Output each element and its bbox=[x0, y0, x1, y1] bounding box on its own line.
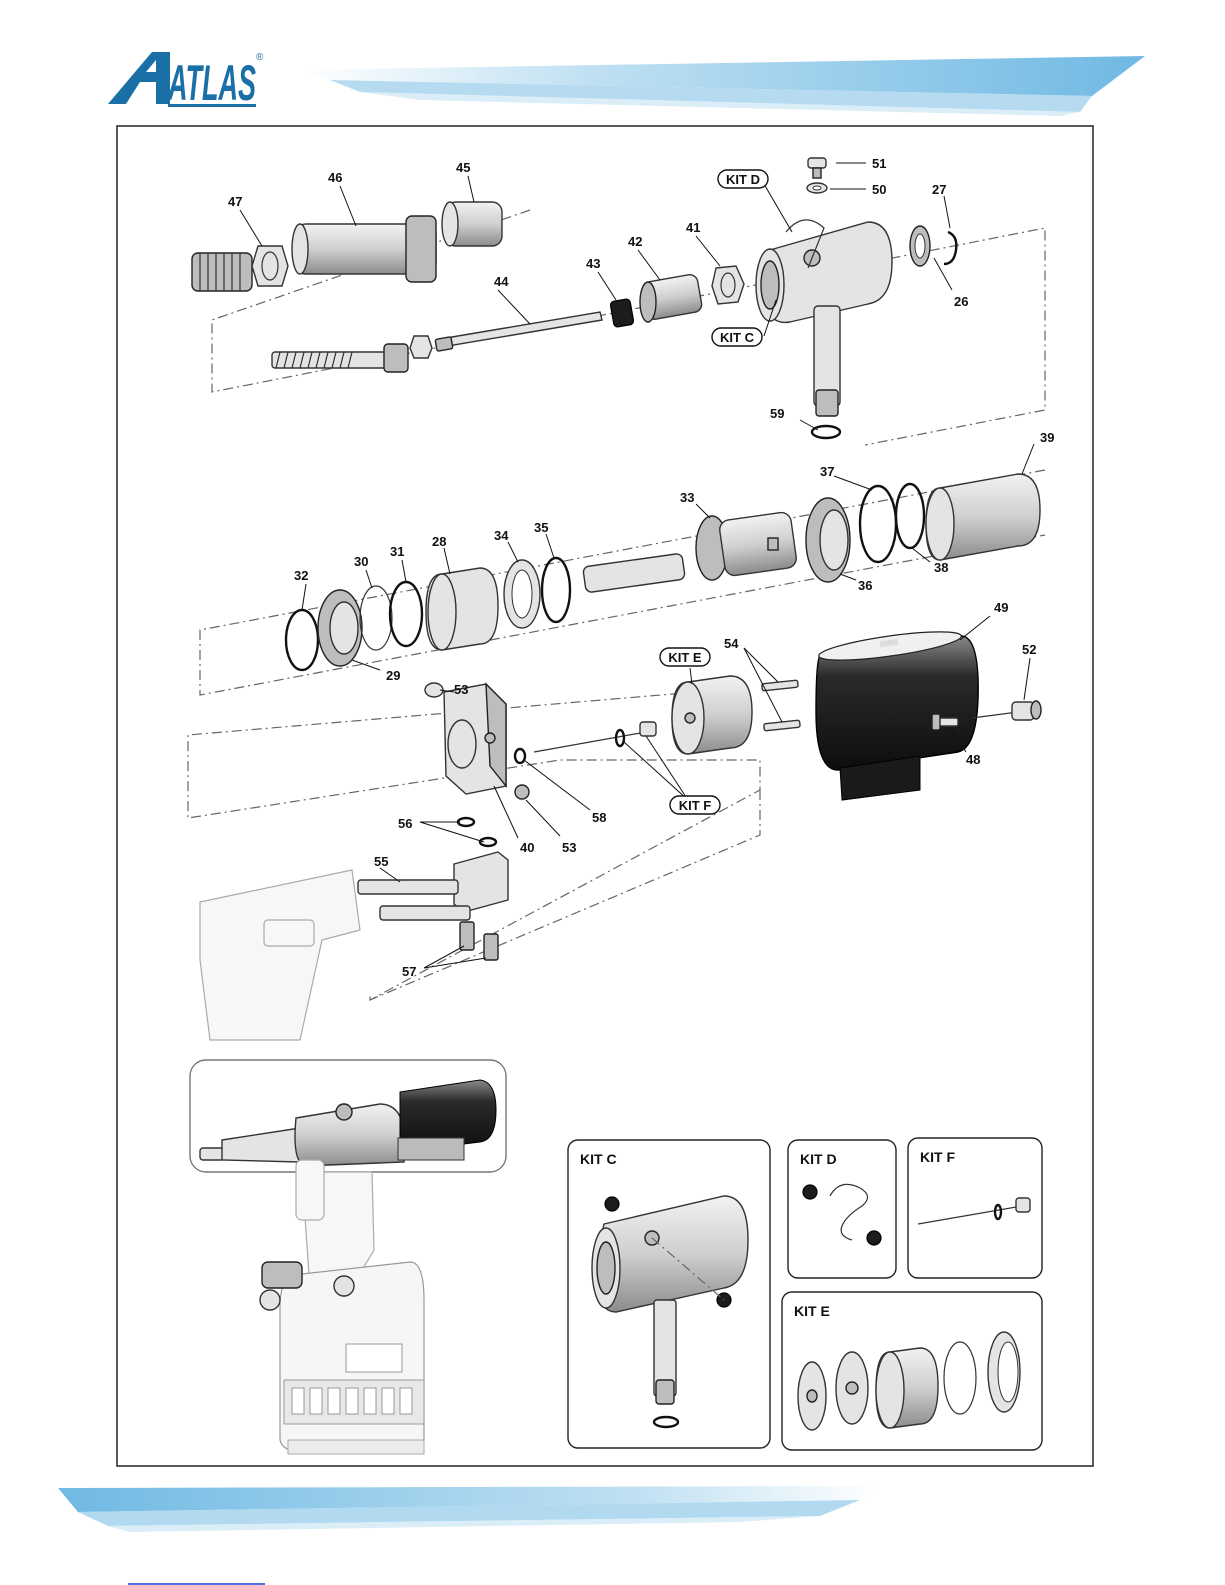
label-32: 32 bbox=[294, 568, 308, 583]
part-36-piston-head bbox=[806, 498, 850, 582]
label-56: 56 bbox=[398, 816, 412, 831]
label-55: 55 bbox=[374, 854, 388, 869]
registered-mark: ® bbox=[256, 52, 264, 63]
label-51: 51 bbox=[872, 156, 886, 171]
part-26-ring bbox=[910, 226, 930, 266]
label-27: 27 bbox=[932, 182, 946, 197]
label-52: 52 bbox=[1022, 642, 1036, 657]
part-45-sleeve bbox=[442, 202, 502, 246]
part-50-washer bbox=[807, 183, 827, 193]
label-33: 33 bbox=[680, 490, 694, 505]
kit-e-title: KIT E bbox=[794, 1303, 830, 1319]
part-47-threaded-nosepiece bbox=[192, 253, 252, 291]
kit-c-title: KIT C bbox=[580, 1151, 617, 1167]
label-40: 40 bbox=[520, 840, 534, 855]
callout-kit-d: KIT D bbox=[718, 170, 768, 188]
label-41: 41 bbox=[686, 220, 700, 235]
part-40-valve-body bbox=[444, 684, 506, 794]
svg-text:KIT E: KIT E bbox=[668, 650, 702, 665]
label-29: 29 bbox=[386, 668, 400, 683]
label-37: 37 bbox=[820, 464, 834, 479]
callout-kit-c: KIT C bbox=[712, 328, 762, 346]
part-28-cylinder-ring bbox=[426, 568, 498, 650]
header: ATLAS ® bbox=[108, 52, 1145, 116]
part-43-spring bbox=[610, 298, 634, 327]
svg-text:KIT D: KIT D bbox=[726, 172, 760, 187]
header-band bbox=[300, 56, 1145, 116]
atlas-logo: ATLAS ® bbox=[108, 52, 264, 111]
kit-f-panel: KIT F bbox=[908, 1138, 1042, 1278]
kit-c-panel: KIT C bbox=[568, 1140, 770, 1448]
label-26: 26 bbox=[954, 294, 968, 309]
label-47: 47 bbox=[228, 194, 242, 209]
label-39: 39 bbox=[1040, 430, 1054, 445]
label-38: 38 bbox=[934, 560, 948, 575]
label-48: 48 bbox=[966, 752, 980, 767]
label-35: 35 bbox=[534, 520, 548, 535]
label-53-bottom: 53 bbox=[562, 840, 576, 855]
label-57: 57 bbox=[402, 964, 416, 979]
label-31: 31 bbox=[390, 544, 404, 559]
label-46: 46 bbox=[328, 170, 342, 185]
label-30: 30 bbox=[354, 554, 368, 569]
svg-text:KIT F: KIT F bbox=[679, 798, 712, 813]
kit-d-title: KIT D bbox=[800, 1151, 837, 1167]
logo-text: ATLAS bbox=[167, 55, 256, 111]
label-53-top: 53 bbox=[454, 682, 468, 697]
kit-f-title: KIT F bbox=[920, 1149, 955, 1165]
part-29-piston-cap bbox=[318, 590, 362, 666]
label-28: 28 bbox=[432, 534, 446, 549]
svg-text:KIT C: KIT C bbox=[720, 330, 755, 345]
label-36: 36 bbox=[858, 578, 872, 593]
part-kit-e-piston bbox=[672, 676, 752, 754]
part-53-plug-bottom bbox=[515, 785, 529, 799]
kit-d-panel: KIT D bbox=[788, 1140, 896, 1278]
part-small-nut bbox=[410, 336, 432, 358]
label-59: 59 bbox=[770, 406, 784, 421]
part-47-hex-nut bbox=[252, 246, 288, 286]
footer-band bbox=[58, 1486, 880, 1532]
label-49: 49 bbox=[994, 600, 1008, 615]
part-41-nut bbox=[712, 266, 744, 304]
logo-underline bbox=[168, 104, 256, 107]
logo-a-mark bbox=[108, 52, 170, 104]
label-43: 43 bbox=[586, 256, 600, 271]
label-42: 42 bbox=[628, 234, 642, 249]
label-50: 50 bbox=[872, 182, 886, 197]
callout-kit-e: KIT E bbox=[660, 648, 710, 666]
label-45: 45 bbox=[456, 160, 470, 175]
label-44: 44 bbox=[494, 274, 509, 289]
label-54: 54 bbox=[724, 636, 739, 651]
part-34-spacer bbox=[504, 560, 540, 628]
kit-e-panel: KIT E bbox=[782, 1292, 1042, 1450]
part-46-jaw-housing bbox=[292, 216, 436, 282]
kit-panels: KIT C KIT D KIT F bbox=[568, 1138, 1042, 1450]
label-34: 34 bbox=[494, 528, 509, 543]
label-58: 58 bbox=[592, 810, 606, 825]
callout-kit-f: KIT F bbox=[670, 796, 720, 814]
